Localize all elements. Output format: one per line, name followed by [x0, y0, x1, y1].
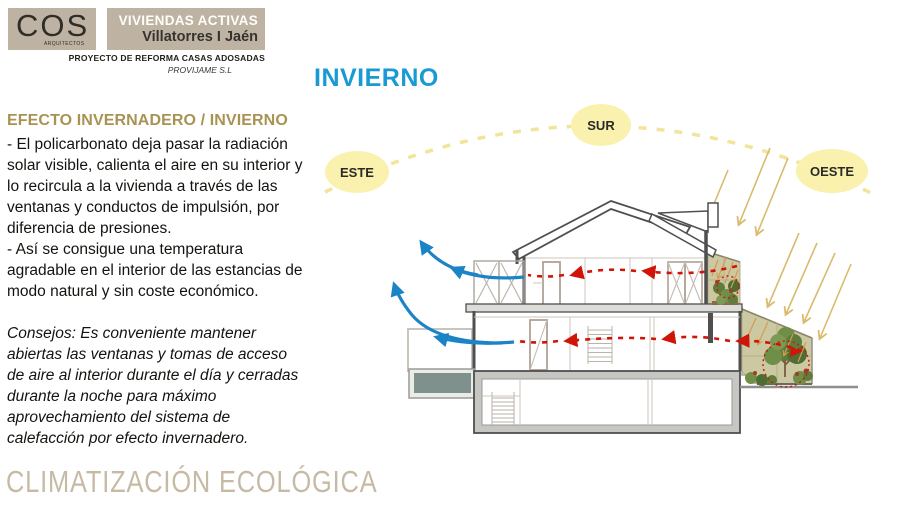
air-recirculation-circles	[716, 275, 810, 388]
season-title: INVIERNO	[314, 64, 439, 92]
program-banner: VIVIENDAS ACTIVAS Villatorres I Jaén	[107, 8, 265, 50]
terrace-railing	[473, 260, 525, 306]
company-logo: COS ARQUITECTOS	[8, 8, 96, 50]
info-heading: EFECTO INVERNADERO / INVIERNO	[7, 112, 288, 129]
info-paragraph-2: - Así se consigue una temperatura agrada…	[7, 241, 303, 300]
direction-bubble-south: SUR	[571, 104, 631, 146]
west-label: OESTE	[810, 164, 854, 179]
project-header: PROYECTO DE REFORMA CASAS ADOSADAS PROVI…	[0, 53, 265, 75]
east-label: ESTE	[340, 165, 374, 180]
info-tips: Consejos: Es conveniente mantener abiert…	[7, 325, 299, 447]
project-name: PROYECTO DE REFORMA CASAS ADOSADAS	[68, 53, 265, 63]
greenhouse-sun-hatching	[711, 257, 807, 363]
logo-text: COS	[16, 8, 90, 43]
direction-bubble-east: ESTE	[325, 151, 389, 193]
direction-bubble-west: OESTE	[796, 149, 868, 193]
logo-subtext: ARQUITECTOS	[44, 41, 85, 47]
pool	[408, 368, 476, 399]
floor-slab	[465, 303, 743, 313]
ground-floor-partitions	[529, 317, 655, 371]
south-label: SUR	[587, 118, 615, 133]
basement-stairs	[491, 392, 515, 425]
footer-title: CLIMATIZACIÓN ECOLÓGICA	[6, 464, 378, 499]
ground-floor-stairs	[587, 326, 613, 364]
roof	[511, 200, 719, 261]
basement	[473, 370, 741, 434]
info-panel: EFECTO INVERNADERO / INVIERNO - El polic…	[7, 112, 303, 449]
warm-air-arrows	[517, 264, 803, 353]
program-title: VIVIENDAS ACTIVAS	[118, 13, 258, 28]
upper-floor	[473, 230, 708, 307]
house-cross-section	[407, 200, 858, 434]
cool-air-arrows	[390, 239, 525, 348]
upper-floor-partitions	[533, 258, 703, 307]
program-subtitle: Villatorres I Jaén	[142, 29, 258, 45]
project-company: PROVIJAME S.L	[167, 65, 232, 75]
info-paragraph-1: - El policarbonato deja pasar la radiaci…	[7, 136, 303, 237]
